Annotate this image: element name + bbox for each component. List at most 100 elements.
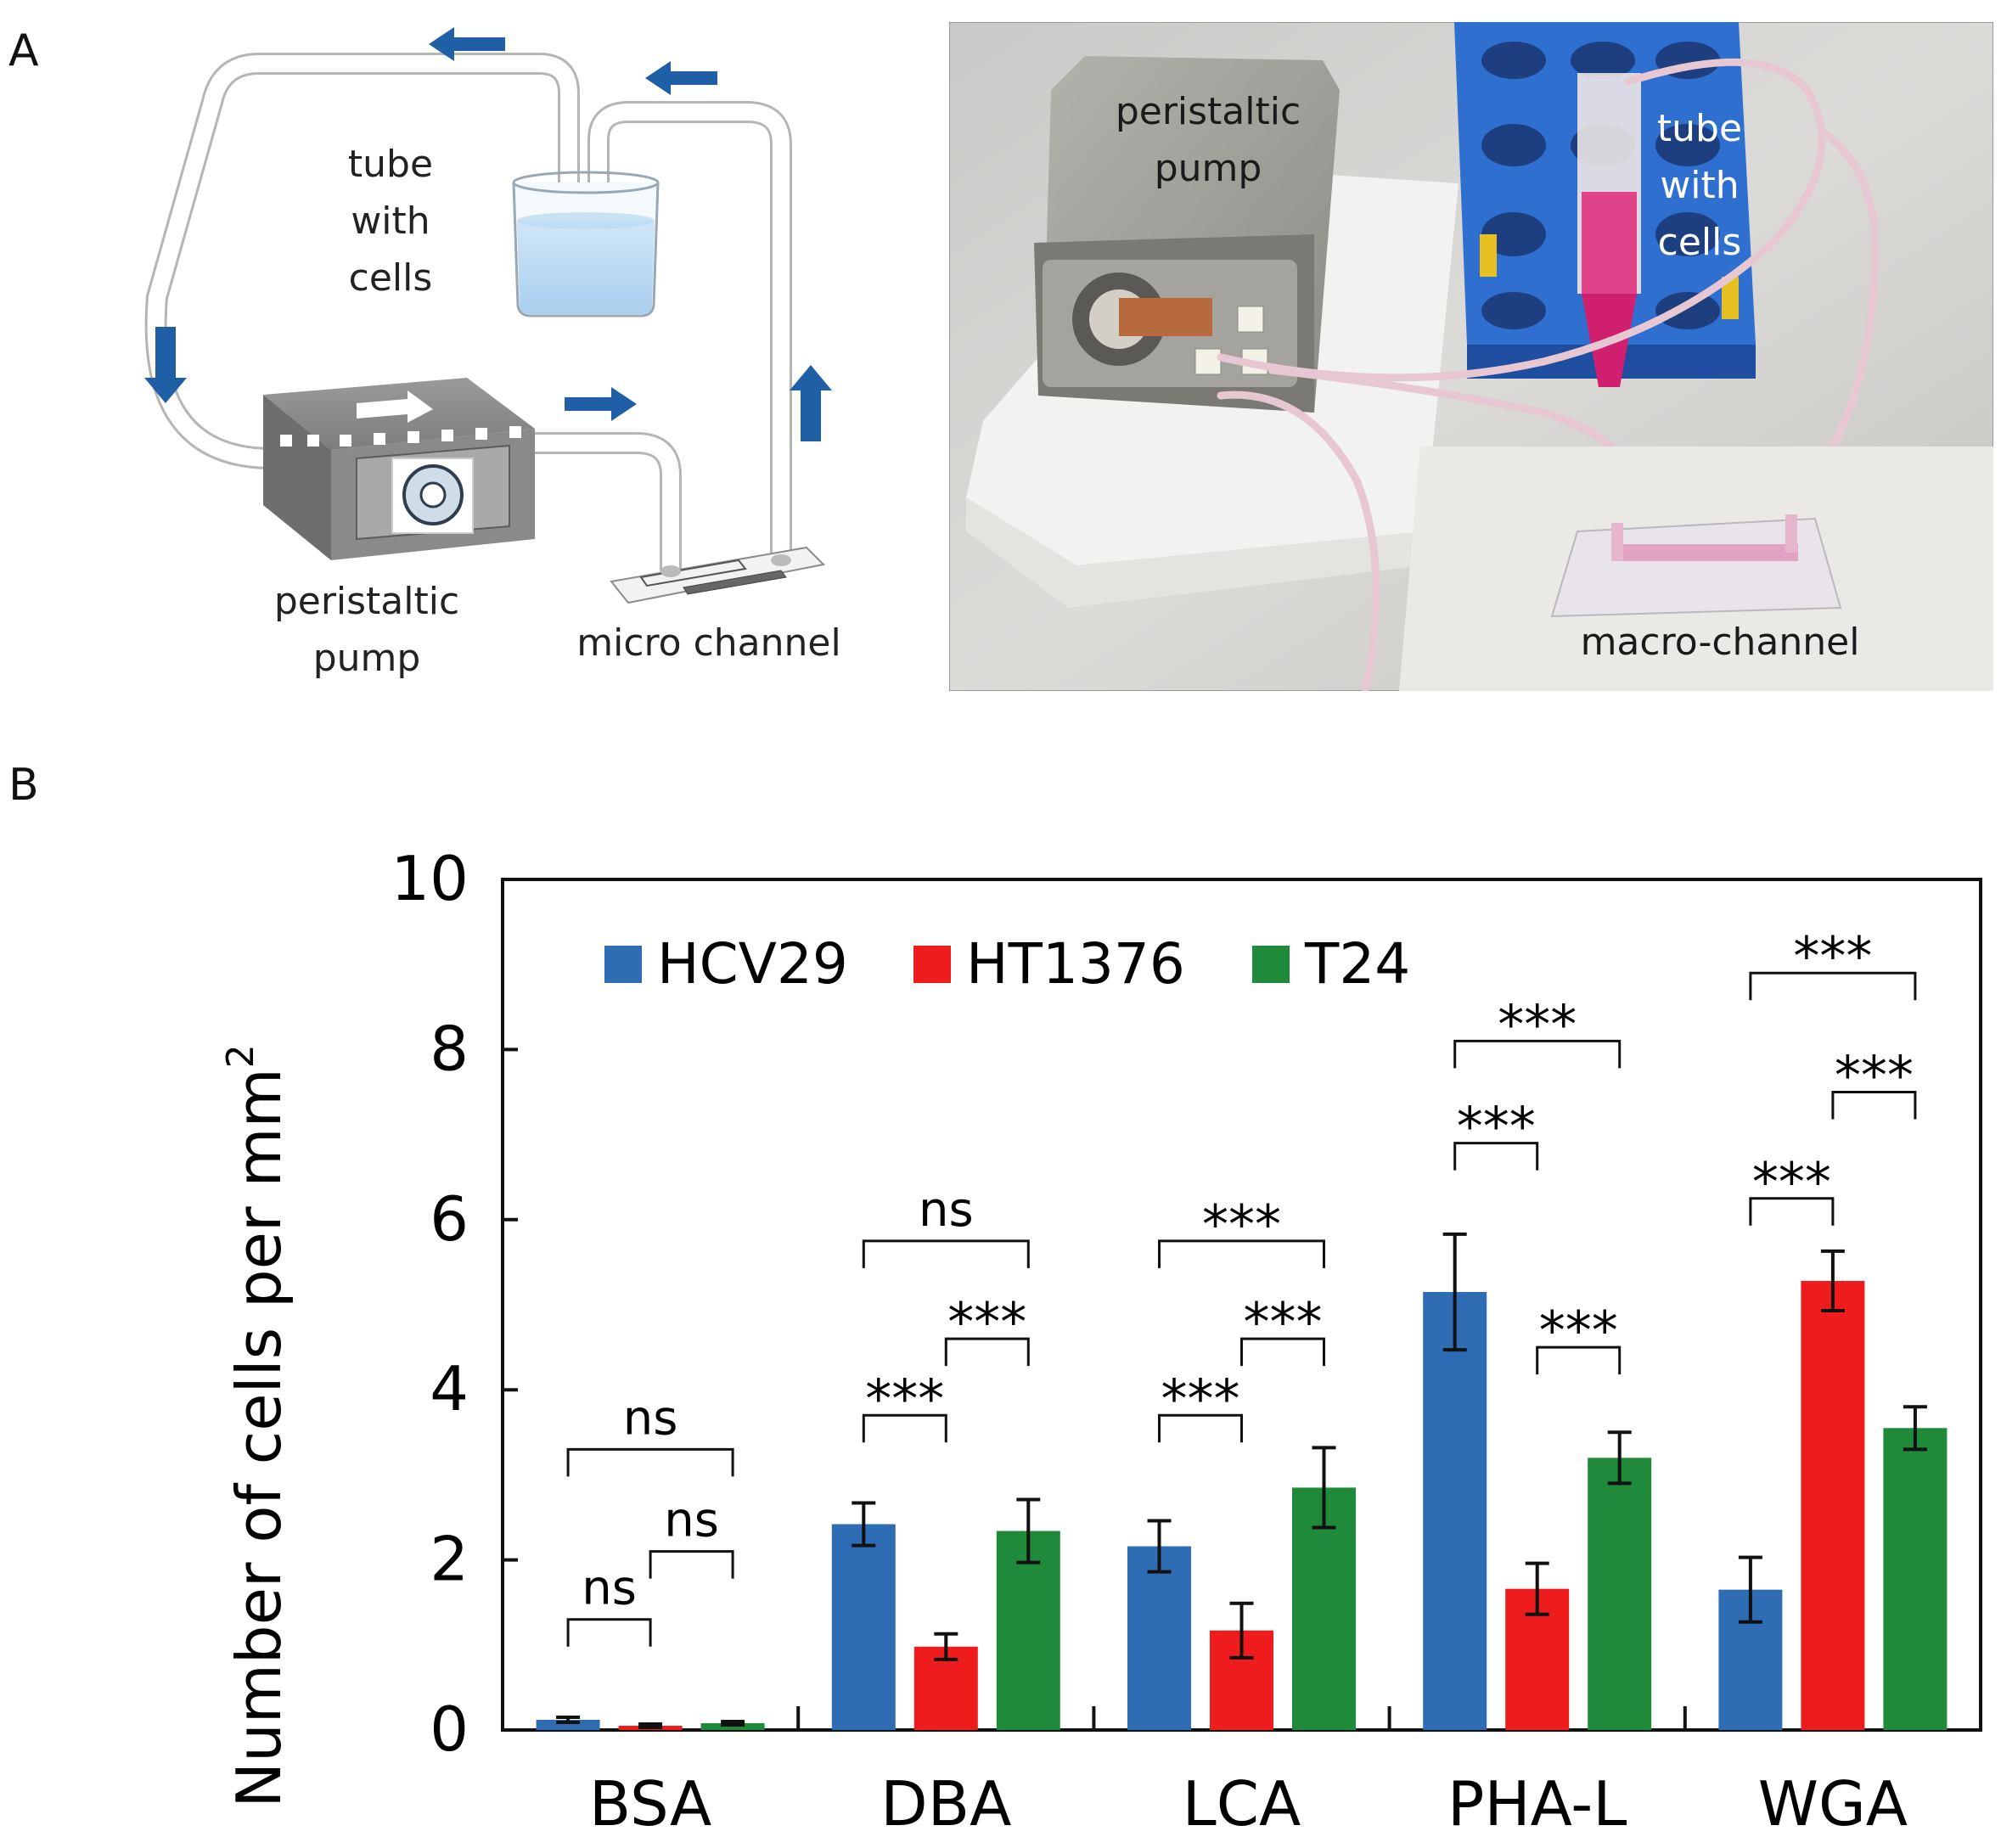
error-bar <box>1442 1232 1467 1352</box>
y-tick-label: 8 <box>430 1013 469 1084</box>
diagram-tube-label-1: tube <box>348 143 433 186</box>
significance-bracket: *** <box>1240 1291 1325 1367</box>
significance-label: *** <box>1498 993 1577 1055</box>
pump-icon <box>263 378 535 560</box>
error-bar <box>1229 1601 1254 1660</box>
x-tick-label: WGA <box>1758 1768 1908 1840</box>
significance-label: ns <box>582 1561 637 1616</box>
error-bar <box>556 1715 581 1724</box>
bar-hcv29-lca <box>1127 1546 1191 1730</box>
x-tick-label: DBA <box>880 1768 1011 1840</box>
y-tick-label: 2 <box>430 1524 469 1595</box>
significance-bracket: *** <box>1158 1194 1325 1268</box>
arrow-up-icon <box>790 365 832 441</box>
significance-bracket: *** <box>1453 993 1622 1069</box>
diagram-channel-label: micro channel <box>576 621 840 665</box>
significance-bracket: *** <box>1749 1151 1835 1226</box>
pump-photo <box>1034 56 1340 413</box>
significance-label: *** <box>1793 925 1872 987</box>
significance-bracket: *** <box>1453 1096 1539 1171</box>
bar-hcv29-bsa <box>536 1719 600 1730</box>
photo-pump-label-1: peristaltic <box>1116 90 1301 133</box>
arrow-right-icon <box>565 387 637 421</box>
significance-label: *** <box>1161 1368 1240 1430</box>
y-tick-label: 6 <box>430 1183 469 1255</box>
micro-channel-icon <box>610 546 826 604</box>
panel-a-label: A <box>8 25 39 76</box>
bar-ht1376-wga <box>1801 1280 1865 1730</box>
significance-bracket: *** <box>862 1368 947 1443</box>
legend-label: HT1376 <box>966 931 1185 997</box>
significance-bracket: *** <box>1831 1045 1917 1120</box>
legend-swatch <box>913 946 951 983</box>
error-bar <box>1525 1561 1549 1616</box>
y-axis-label-superscript: 2 <box>219 1044 262 1068</box>
x-tick-label: PHA-L <box>1447 1768 1627 1840</box>
legend-item-t24: T24 <box>1252 931 1410 997</box>
y-tick-label: 0 <box>430 1694 469 1765</box>
photo-tube-label-1: tube <box>1657 107 1742 150</box>
bar-hcv29-dba <box>831 1524 896 1730</box>
legend-item-ht1376: HT1376 <box>913 931 1185 997</box>
error-bar <box>1738 1555 1762 1624</box>
legend-swatch <box>1252 946 1290 983</box>
bar-t24-wga <box>1883 1428 1948 1730</box>
error-bar <box>721 1719 745 1727</box>
flow-arrows <box>144 27 832 441</box>
error-bar <box>638 1722 663 1729</box>
diagram-tube-label-3: cells <box>349 256 433 300</box>
error-bar <box>852 1501 876 1547</box>
diagram-pump-label-1: peristaltic <box>274 580 459 623</box>
y-axis-label: Number of cells per mm2 <box>219 1044 295 1807</box>
significance-label: *** <box>1752 1151 1831 1213</box>
y-axis-label-text: Number of cells per mm <box>223 1068 295 1807</box>
legend-label: HCV29 <box>657 931 848 997</box>
significance-label: *** <box>1457 1096 1536 1158</box>
significance-bracket: *** <box>1158 1368 1243 1443</box>
photo-pump-label-2: pump <box>1155 147 1262 190</box>
arrow-left-icon <box>645 61 717 95</box>
significance-label: ns <box>919 1182 974 1238</box>
error-bar <box>1820 1249 1845 1313</box>
significance-bracket: *** <box>1536 1300 1622 1375</box>
bar-hcv29-pha-l <box>1423 1291 1487 1730</box>
legend-swatch <box>604 946 642 983</box>
legend-label: T24 <box>1304 931 1410 997</box>
error-bar <box>1016 1497 1041 1564</box>
error-bar <box>934 1632 958 1661</box>
significance-bracket: ns <box>566 1561 652 1647</box>
arrow-down-icon <box>144 327 187 403</box>
significance-label: *** <box>1244 1291 1323 1353</box>
significance-label: ns <box>664 1493 719 1548</box>
error-bar <box>1312 1446 1336 1530</box>
error-bar <box>1903 1405 1927 1452</box>
significance-label: *** <box>1835 1045 1914 1107</box>
panel-b-label: B <box>8 760 39 811</box>
significance-bracket: ns <box>649 1493 734 1579</box>
bar-t24-pha-l <box>1588 1458 1652 1730</box>
significance-bracket: *** <box>944 1291 1030 1367</box>
falcon-tube-photo <box>1577 73 1641 387</box>
diagram-pump-label-2: pump <box>313 637 421 680</box>
significance-label: *** <box>1202 1194 1281 1255</box>
significance-bracket: ns <box>862 1182 1030 1268</box>
y-tick-label: 10 <box>391 843 469 914</box>
photo-tube-label-2: with <box>1660 164 1739 207</box>
diagram-tube-label-2: with <box>351 199 430 243</box>
tubing <box>144 53 792 580</box>
significance-label: ns <box>623 1390 678 1446</box>
flow-setup-diagram: tube with cells peristaltic pump micro c… <box>144 27 841 680</box>
macro-channel-slide <box>1550 514 1842 618</box>
significance-label: *** <box>947 1291 1026 1353</box>
setup-photo: peristaltic pump tube with cells macro-c… <box>949 22 1993 691</box>
x-tick-label: BSA <box>589 1768 711 1840</box>
bar-t24-dba <box>996 1531 1060 1730</box>
bar-t24-bsa <box>700 1722 765 1730</box>
photo-tube-label-3: cells <box>1658 221 1742 264</box>
x-tick-label: LCA <box>1183 1768 1301 1840</box>
photo-channel-label: macro-channel <box>1581 621 1860 664</box>
y-tick-label: 4 <box>430 1353 469 1424</box>
arrow-left-icon <box>429 27 505 61</box>
significance-label: *** <box>865 1368 944 1430</box>
